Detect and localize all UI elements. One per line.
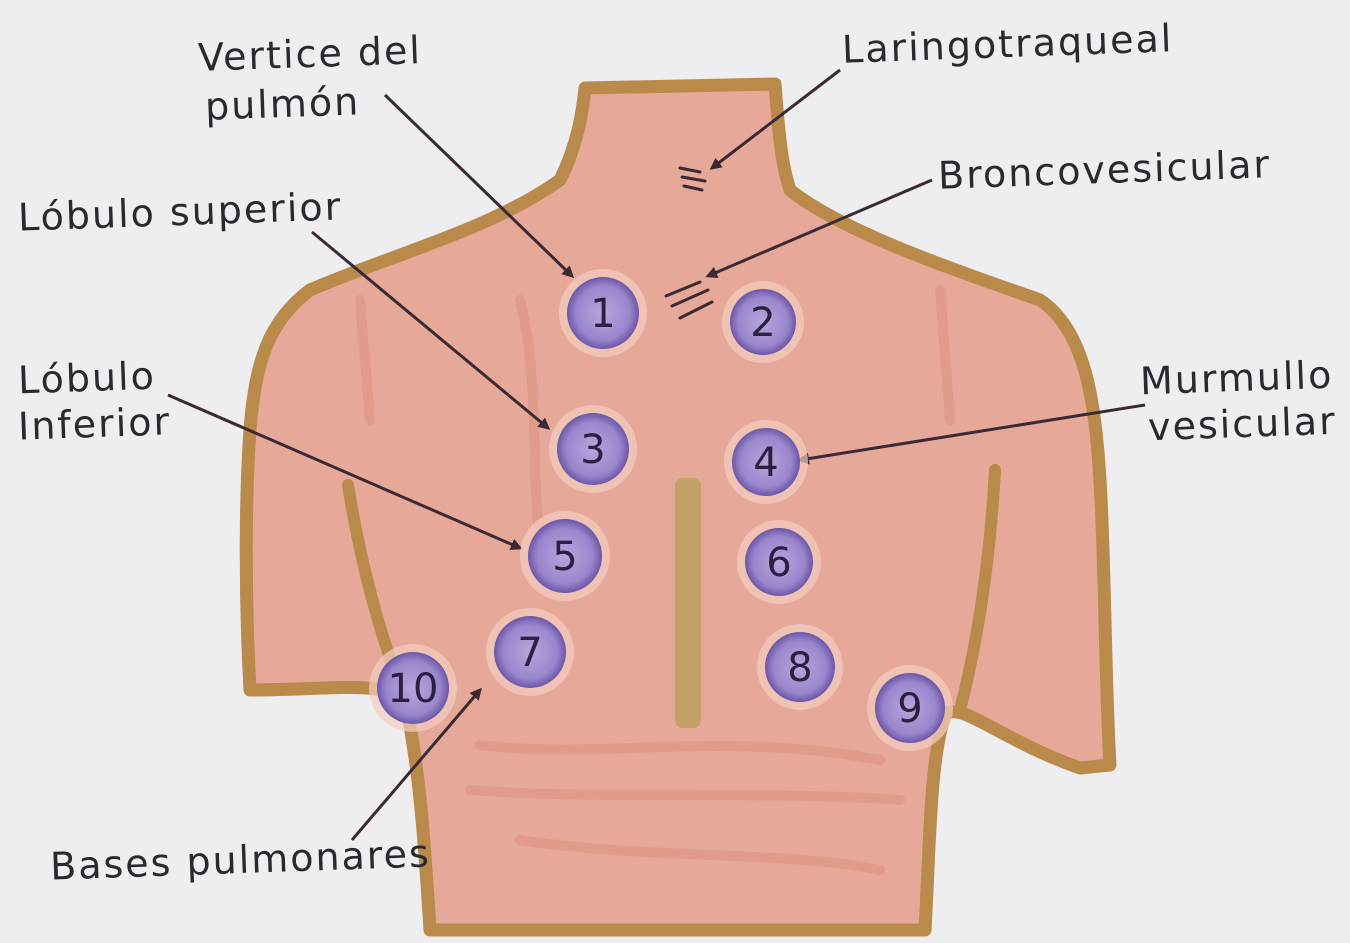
point-number: 6 (766, 540, 791, 586)
point-number: 10 (388, 666, 439, 712)
auscultation-point-4: 4 (724, 420, 808, 504)
label-murmullo-line1: Murmullo (1139, 353, 1334, 404)
label-lobulo-inferior-line1: Lóbulo (17, 354, 156, 403)
auscultation-point-2: 2 (722, 281, 804, 363)
point-number: 9 (897, 686, 922, 732)
label-lobulo-inferior-line2: Inferior (17, 399, 172, 448)
auscultation-point-8: 8 (757, 624, 843, 710)
point-number: 1 (590, 291, 615, 337)
point-number: 3 (580, 427, 605, 473)
auscultation-point-3: 3 (549, 405, 637, 493)
point-number: 8 (787, 645, 812, 691)
point-number: 4 (753, 440, 778, 486)
point-number: 5 (552, 534, 577, 580)
point-number: 2 (750, 300, 775, 346)
auscultation-point-7: 7 (486, 608, 574, 696)
label-vertice-line2: pulmón (204, 79, 361, 128)
auscultation-point-9: 9 (867, 665, 953, 751)
auscultation-point-6: 6 (737, 520, 821, 604)
spine (675, 478, 701, 728)
auscultation-point-1: 1 (559, 269, 647, 357)
auscultation-point-10: 10 (369, 644, 457, 732)
point-number: 7 (517, 630, 542, 676)
label-vertice-line1: Vertice del (197, 28, 422, 80)
label-murmullo-line2: vesicular (1147, 399, 1337, 450)
auscultation-point-5: 5 (520, 511, 610, 601)
